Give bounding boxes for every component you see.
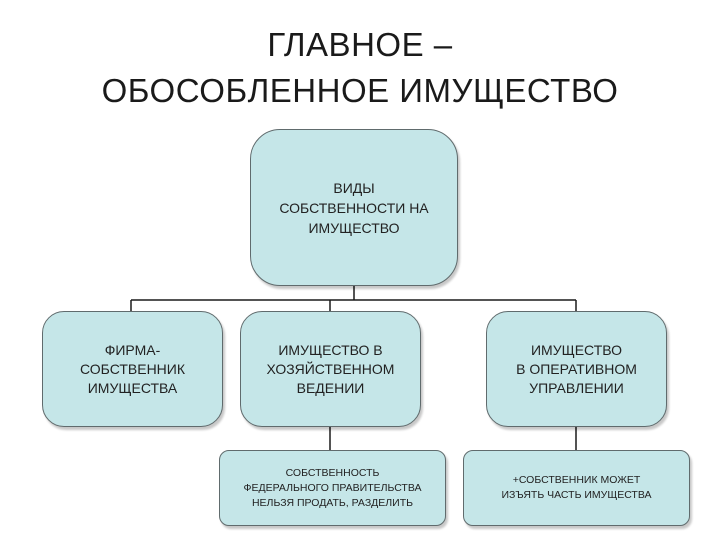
operational-management-box: ИМУЩЕСТВО В ОПЕРАТИВНОМ УПРАВЛЕНИИ (486, 311, 667, 427)
ownership-types-label: ВИДЫ СОБСТВЕННОСТИ НА ИМУЩЕСТВО (279, 179, 429, 236)
economic-management-box: ИМУЩЕСТВО В ХОЗЯЙСТВЕННОМ ВЕДЕНИИ (240, 311, 421, 427)
federal-property-note-label: СОБСТВЕННОСТЬ ФЕДЕРАЛЬНОГО ПРАВИТЕЛЬСТВА… (243, 466, 422, 509)
firm-owner-label: ФИРМА- СОБСТВЕННИК ИМУЩЕСТВА (79, 341, 186, 396)
economic-management-label: ИМУЩЕСТВО В ХОЗЯЙСТВЕННОМ ВЕДЕНИИ (266, 341, 395, 396)
page-title: ГЛАВНОЕ – ОБОСОБЛЕННОЕ ИМУЩЕСТВО (0, 22, 720, 114)
firm-owner-box: ФИРМА- СОБСТВЕННИК ИМУЩЕСТВА (42, 311, 223, 427)
title-line-2: ОБОСОБЛЕННОЕ ИМУЩЕСТВО (101, 72, 619, 109)
owner-withdraw-note-label: +СОБСТВЕННИК МОЖЕТ ИЗЪЯТЬ ЧАСТЬ ИМУЩЕСТВ… (501, 474, 652, 501)
federal-property-note-box: СОБСТВЕННОСТЬ ФЕДЕРАЛЬНОГО ПРАВИТЕЛЬСТВА… (219, 450, 446, 526)
operational-management-label: ИМУЩЕСТВО В ОПЕРАТИВНОМ УПРАВЛЕНИИ (516, 341, 637, 396)
owner-withdraw-note-box: +СОБСТВЕННИК МОЖЕТ ИЗЪЯТЬ ЧАСТЬ ИМУЩЕСТВ… (463, 450, 690, 526)
title-line-1: ГЛАВНОЕ – (267, 26, 453, 63)
ownership-types-box: ВИДЫ СОБСТВЕННОСТИ НА ИМУЩЕСТВО (250, 129, 458, 286)
